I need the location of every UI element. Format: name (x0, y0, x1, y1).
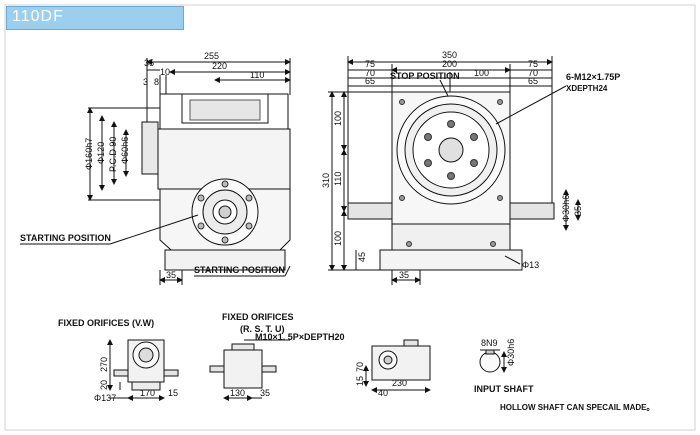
svg-text:Φ137: Φ137 (94, 393, 116, 403)
hollow-shaft-note: HOLLOW SHAFT CAN SPECAIL MADE。 (500, 403, 655, 412)
svg-text:70: 70 (355, 362, 365, 372)
rstu-thread-label: M10×1. 5P×DEPTH20 (255, 332, 345, 342)
svg-text:15: 15 (355, 376, 365, 386)
svg-text:100: 100 (474, 68, 489, 78)
svg-text:35: 35 (166, 270, 176, 280)
svg-text:Φ60h6: Φ60h6 (120, 137, 130, 164)
svg-text:15: 15 (168, 388, 178, 398)
svg-text:8: 8 (154, 77, 159, 87)
svg-text:45: 45 (357, 252, 367, 262)
front-view (328, 56, 581, 285)
svg-text:70: 70 (365, 68, 375, 78)
svg-text:35: 35 (399, 270, 409, 280)
svg-text:35: 35 (260, 388, 270, 398)
thread-depth-label: XDEPTH24 (566, 84, 608, 93)
model-title: 110DF (12, 8, 64, 25)
thread-spec-label: 6-M12×1.75P (566, 72, 620, 82)
top-view (363, 339, 431, 393)
svg-text:Φ160h7: Φ160h7 (84, 138, 94, 170)
svg-text:170: 170 (140, 388, 155, 398)
svg-text:230: 230 (392, 378, 407, 388)
starting-position-left-label: STARTING POSITION (20, 233, 111, 243)
svg-text:100: 100 (333, 111, 343, 126)
svg-text:310: 310 (321, 173, 331, 188)
svg-text:P.C.D 90: P.C.D 90 (108, 137, 118, 172)
svg-text:20: 20 (99, 380, 109, 390)
svg-text:Φ30h6: Φ30h6 (561, 195, 571, 222)
svg-text:100: 100 (333, 231, 343, 246)
svg-text:255: 255 (204, 51, 219, 61)
front-view-dims: 350 200 75 75 70 70 65 65 100 STOP POSIT… (321, 50, 620, 280)
svg-text:40: 40 (378, 388, 388, 398)
svg-text:110: 110 (250, 70, 264, 80)
svg-text:350: 350 (442, 50, 457, 60)
starting-position-bottom-label: STARTING POSITION (194, 265, 285, 275)
rstu-view (209, 339, 290, 401)
svg-text:8N9: 8N9 (481, 338, 498, 348)
fixed-orifices-rstu-label-1: FIXED ORIFICES (222, 312, 294, 322)
svg-text:75: 75 (365, 59, 375, 69)
fixed-orifices-vw-label: FIXED ORIFICES (V.W) (58, 318, 154, 328)
svg-text:110: 110 (333, 172, 343, 186)
side-view (20, 58, 291, 285)
side-view-dims: 255 220 110 35 10 3 8 Φ160h7 Φ120 P.C.D … (20, 51, 285, 280)
svg-text:35: 35 (144, 58, 154, 68)
svg-text:65: 65 (365, 76, 375, 86)
svg-text:Φ120: Φ120 (96, 142, 106, 164)
vw-view (107, 339, 179, 401)
title-bar (6, 6, 184, 30)
svg-text:130: 130 (230, 388, 245, 398)
svg-text:65: 65 (528, 76, 538, 86)
fixed-orifices-rstu-label-2: (R. S. T. U) (240, 324, 285, 334)
svg-text:75: 75 (528, 59, 538, 69)
svg-text:35: 35 (573, 206, 583, 216)
svg-text:10: 10 (160, 67, 170, 77)
drawing-frame (4, 4, 696, 431)
svg-text:3: 3 (143, 77, 148, 87)
stop-position-label: STOP POSITION (390, 71, 460, 81)
svg-text:270: 270 (99, 357, 109, 372)
svg-text:70: 70 (528, 68, 538, 78)
svg-text:200: 200 (442, 59, 457, 69)
svg-text:220: 220 (212, 61, 227, 71)
input-shaft-label: INPUT SHAFT (474, 384, 534, 394)
svg-text:Φ13: Φ13 (522, 260, 539, 270)
svg-text:Φ30h6: Φ30h6 (506, 339, 516, 366)
input-shaft-view (479, 349, 507, 373)
